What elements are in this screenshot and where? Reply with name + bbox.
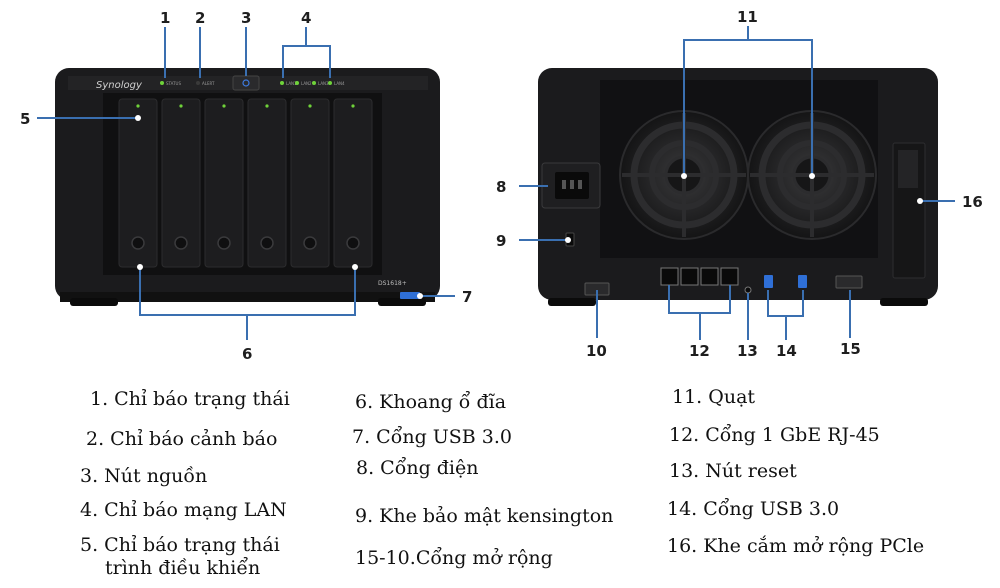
drive-status-led	[351, 104, 355, 108]
rj45-port-2[interactable]	[680, 267, 699, 286]
leader-lines	[37, 26, 955, 340]
legend-item-2: 2. Chỉ báo cảnh báo	[86, 428, 278, 450]
drive-status-led	[265, 104, 269, 108]
callout-8: 8	[496, 178, 506, 196]
marker-dot	[352, 264, 358, 270]
legend-item-9: 9. Khe bảo mật kensington	[355, 505, 614, 527]
nas-diagram: Synology DS1618+ STATUS ALERT LAN1 LAN2 …	[20, 8, 983, 363]
lan2-led-label: LAN2	[301, 81, 312, 86]
rear-foot-left	[548, 298, 596, 306]
legend-item-4: 4. Chỉ báo mạng LAN	[80, 499, 287, 521]
legend-item-3: 3. Nút nguồn	[80, 465, 208, 487]
callout-14: 14	[776, 342, 797, 360]
callout-5: 5	[20, 110, 30, 128]
drive-status-led	[136, 104, 140, 108]
rj45-port-4[interactable]	[720, 267, 739, 286]
front-foot-right	[378, 298, 426, 306]
callout-numbers: 1 2 3 4 5 6 7 8 9 10 11 12 13 14 15 16	[20, 8, 983, 363]
lan4-led	[328, 81, 332, 85]
marker-dot	[681, 173, 687, 179]
legend-item-12: 12. Cổng 1 GbE RJ-45	[669, 424, 880, 446]
callout-12: 12	[689, 342, 710, 360]
legend-item-6: 6. Khoang ổ đĩa	[355, 391, 507, 413]
legend-item-11: 11. Quạt	[672, 386, 756, 408]
lan1-led	[280, 81, 284, 85]
legend-item-5-cont: trình điều khiển	[105, 557, 261, 579]
front-usb-port[interactable]	[400, 292, 420, 299]
lan4-led-label: LAN4	[334, 81, 345, 86]
rj45-port-3[interactable]	[700, 267, 719, 286]
rear-foot-right	[880, 298, 928, 306]
marker-dot	[809, 173, 815, 179]
legend-item-8: 8. Cổng điện	[356, 457, 479, 479]
power-icon	[242, 79, 250, 87]
callout-11: 11	[737, 8, 758, 26]
expansion-port-right[interactable]	[835, 275, 863, 289]
front-base	[60, 292, 435, 302]
legend-item-14: 14. Cổng USB 3.0	[667, 498, 840, 520]
marker-dot	[565, 237, 571, 243]
callout-2: 2	[195, 9, 205, 27]
power-socket[interactable]	[541, 162, 601, 209]
drive-bay-5[interactable]	[290, 98, 330, 268]
legend-item-15-10: 15-10.Cổng mở rộng	[355, 547, 553, 569]
drive-status-led	[308, 104, 312, 108]
model-label: DS1618+	[378, 280, 407, 287]
rear-view	[538, 68, 938, 306]
callout-13: 13	[737, 342, 758, 360]
rj45-ports	[660, 267, 739, 286]
front-foot-left	[70, 298, 118, 306]
status-led-label: STATUS	[166, 81, 181, 86]
drive-bay-3[interactable]	[204, 98, 244, 268]
callout-10: 10	[586, 342, 607, 360]
lan1-led-label: LAN1	[286, 81, 297, 86]
marker-dot	[135, 115, 141, 121]
marker-dot	[917, 198, 923, 204]
reset-button[interactable]	[744, 286, 752, 294]
callout-9: 9	[496, 232, 506, 250]
callout-1: 1	[160, 9, 170, 27]
drive-bay-2[interactable]	[161, 98, 201, 268]
rj45-port-1[interactable]	[660, 267, 679, 286]
lan3-led-label: LAN3	[318, 81, 329, 86]
lan3-led	[312, 81, 316, 85]
callout-4: 4	[301, 9, 311, 27]
front-view: Synology DS1618+ STATUS ALERT LAN1 LAN2 …	[55, 68, 440, 306]
lan2-led	[295, 81, 299, 85]
rear-usb-port-1[interactable]	[764, 275, 773, 288]
alert-led-label: ALERT	[202, 81, 215, 86]
pcie-slot[interactable]	[892, 142, 926, 279]
drive-latch-icon	[131, 236, 145, 250]
legend-item-13: 13. Nút reset	[669, 460, 797, 482]
brand-logo: Synology	[96, 80, 143, 91]
status-led	[160, 81, 164, 85]
rear-usb-port-2[interactable]	[798, 275, 807, 288]
power-button[interactable]	[232, 75, 260, 91]
callout-7: 7	[462, 288, 472, 306]
drive-latch-icon	[217, 236, 231, 250]
drive-latch-icon	[303, 236, 317, 250]
alert-led	[196, 81, 200, 85]
drive-bay-4[interactable]	[247, 98, 287, 268]
legend-item-16: 16. Khe cắm mở rộng PCle	[667, 535, 925, 557]
drive-bay-6[interactable]	[333, 98, 373, 268]
marker-dot	[137, 264, 143, 270]
drive-bay-1[interactable]	[118, 98, 158, 268]
callout-3: 3	[241, 9, 251, 27]
callout-15: 15	[840, 340, 861, 358]
legend-item-1: 1. Chỉ báo trạng thái	[90, 388, 290, 410]
legend-item-7: 7. Cổng USB 3.0	[352, 426, 513, 448]
legend-item-5: 5. Chỉ báo trạng thái	[80, 534, 280, 556]
drive-latch-icon	[174, 236, 188, 250]
drive-bays	[118, 98, 373, 268]
drive-status-led	[179, 104, 183, 108]
callout-6: 6	[242, 345, 252, 363]
marker-dot	[417, 293, 423, 299]
drive-latch-icon	[260, 236, 274, 250]
callout-16: 16	[962, 193, 983, 211]
drive-status-led	[222, 104, 226, 108]
drive-latch-icon	[346, 236, 360, 250]
